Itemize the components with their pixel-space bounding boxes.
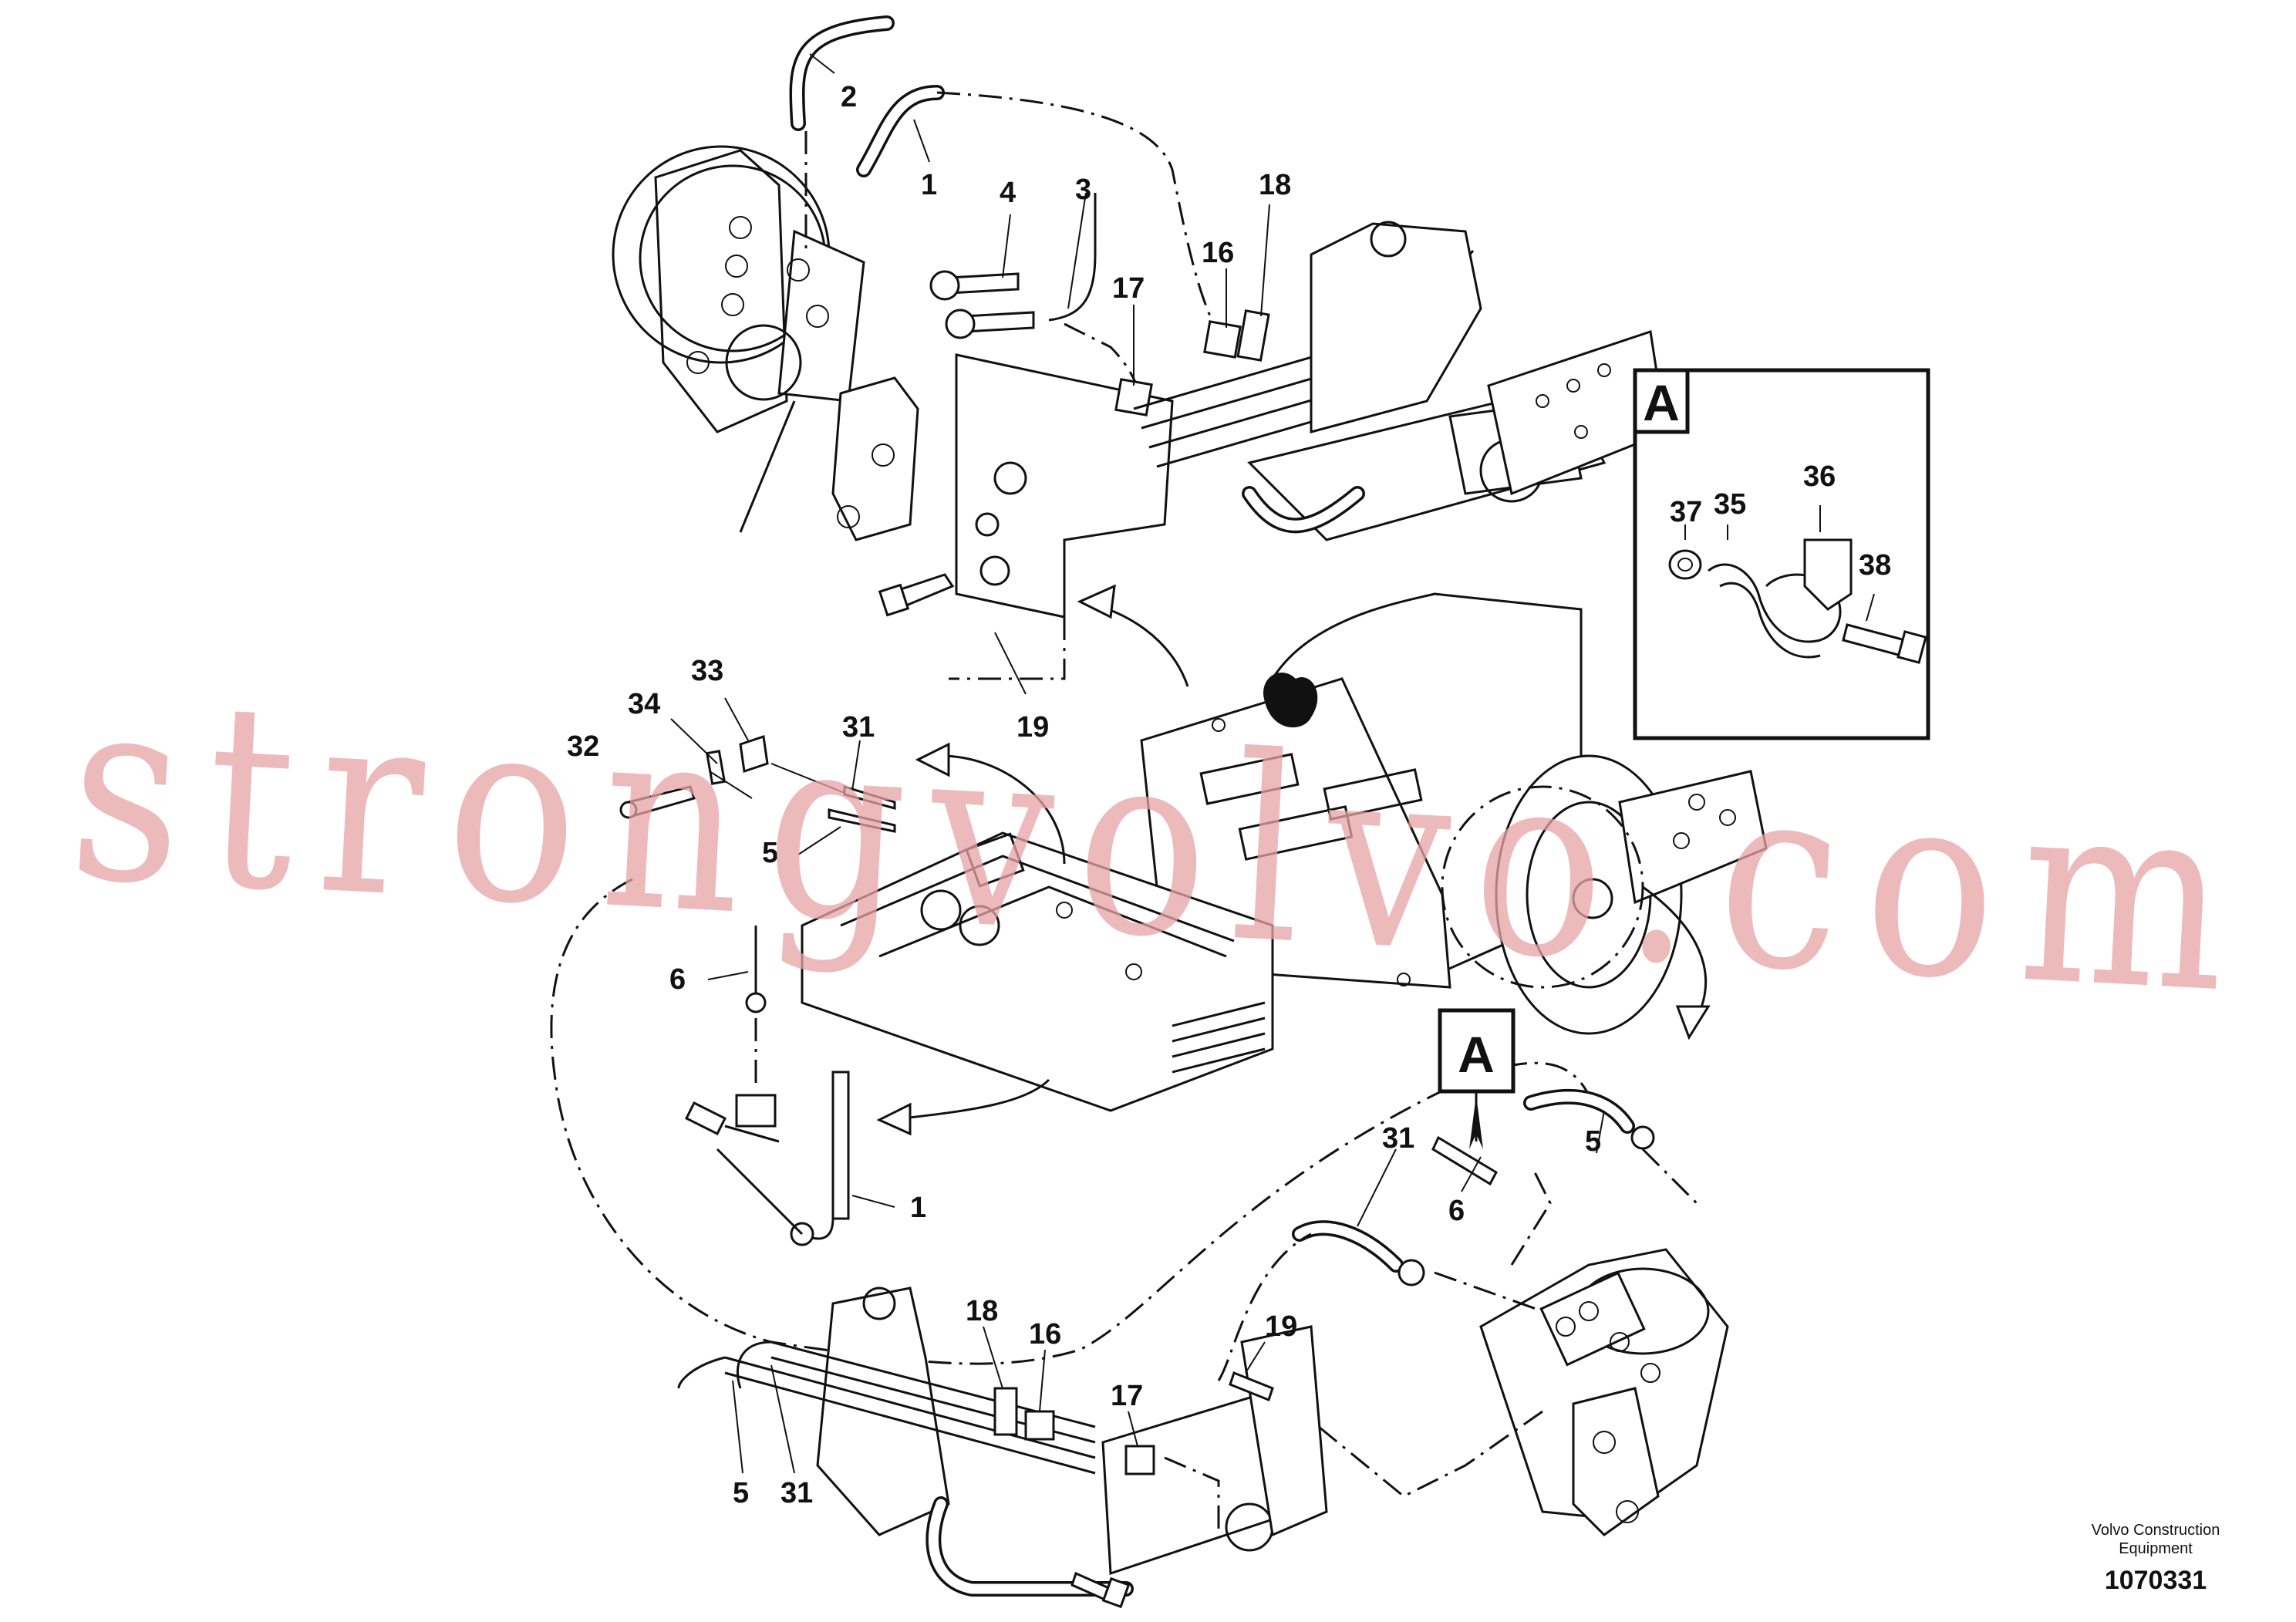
label-part-32: 32 xyxy=(567,730,599,763)
direction-arrows xyxy=(876,584,1711,1136)
label-part-31: 31 xyxy=(842,711,875,744)
top-assembly xyxy=(612,15,1667,680)
label-part-1: 1 xyxy=(921,169,937,201)
label-part-17: 17 xyxy=(1112,272,1145,305)
callout-letter: A xyxy=(1458,1026,1495,1083)
loose-parts xyxy=(619,735,896,833)
label-part-34: 34 xyxy=(628,688,660,720)
label-part-16-lower: 16 xyxy=(1029,1318,1061,1351)
label-part-4: 4 xyxy=(1000,177,1016,209)
brand-line-2: Equipment xyxy=(2119,1540,2193,1557)
label-part-33: 33 xyxy=(691,655,723,687)
label-part-3: 3 xyxy=(1075,174,1091,206)
detail-box-letter: A xyxy=(1643,374,1680,431)
label-part-18-lower: 18 xyxy=(966,1295,998,1327)
label-part-1-lower: 1 xyxy=(910,1192,926,1224)
catalog-number: 1070331 xyxy=(2105,1566,2207,1595)
detail-box-a: A xyxy=(1633,368,1930,740)
label-part-5-lower: 5 xyxy=(1585,1125,1601,1158)
label-part-35: 35 xyxy=(1714,488,1746,521)
label-part-16: 16 xyxy=(1202,237,1234,269)
leader-lines xyxy=(670,53,1605,1474)
center-frame xyxy=(801,831,1274,1112)
label-part-5-bottom: 5 xyxy=(733,1477,749,1509)
label-part-31-bottom: 31 xyxy=(781,1477,813,1509)
label-part-6: 6 xyxy=(669,963,686,996)
label-part-5: 5 xyxy=(762,837,778,869)
label-part-38: 38 xyxy=(1859,549,1891,582)
label-part-18: 18 xyxy=(1259,169,1291,201)
label-part-19: 19 xyxy=(1017,711,1049,744)
callout-a: A xyxy=(1438,1008,1515,1149)
drum-assembly xyxy=(1140,592,1768,1035)
label-part-19-lower: 19 xyxy=(1265,1310,1297,1343)
label-part-6-lower: 6 xyxy=(1448,1195,1465,1227)
bottom-assembly xyxy=(677,1089,1729,1609)
label-part-36: 36 xyxy=(1803,460,1836,493)
label-part-37: 37 xyxy=(1670,496,1702,528)
label-part-2: 2 xyxy=(841,81,857,113)
part-labels: 2 1 4 3 18 16 17 19 33 34 31 32 5 6 1 31… xyxy=(567,81,1891,1509)
label-part-31-lower: 31 xyxy=(1382,1122,1414,1155)
brand-line-1: Volvo Construction xyxy=(2092,1522,2220,1539)
footer: Volvo Construction Equipment 1070331 xyxy=(2092,1522,2220,1595)
label-part-17-lower: 17 xyxy=(1111,1380,1143,1412)
